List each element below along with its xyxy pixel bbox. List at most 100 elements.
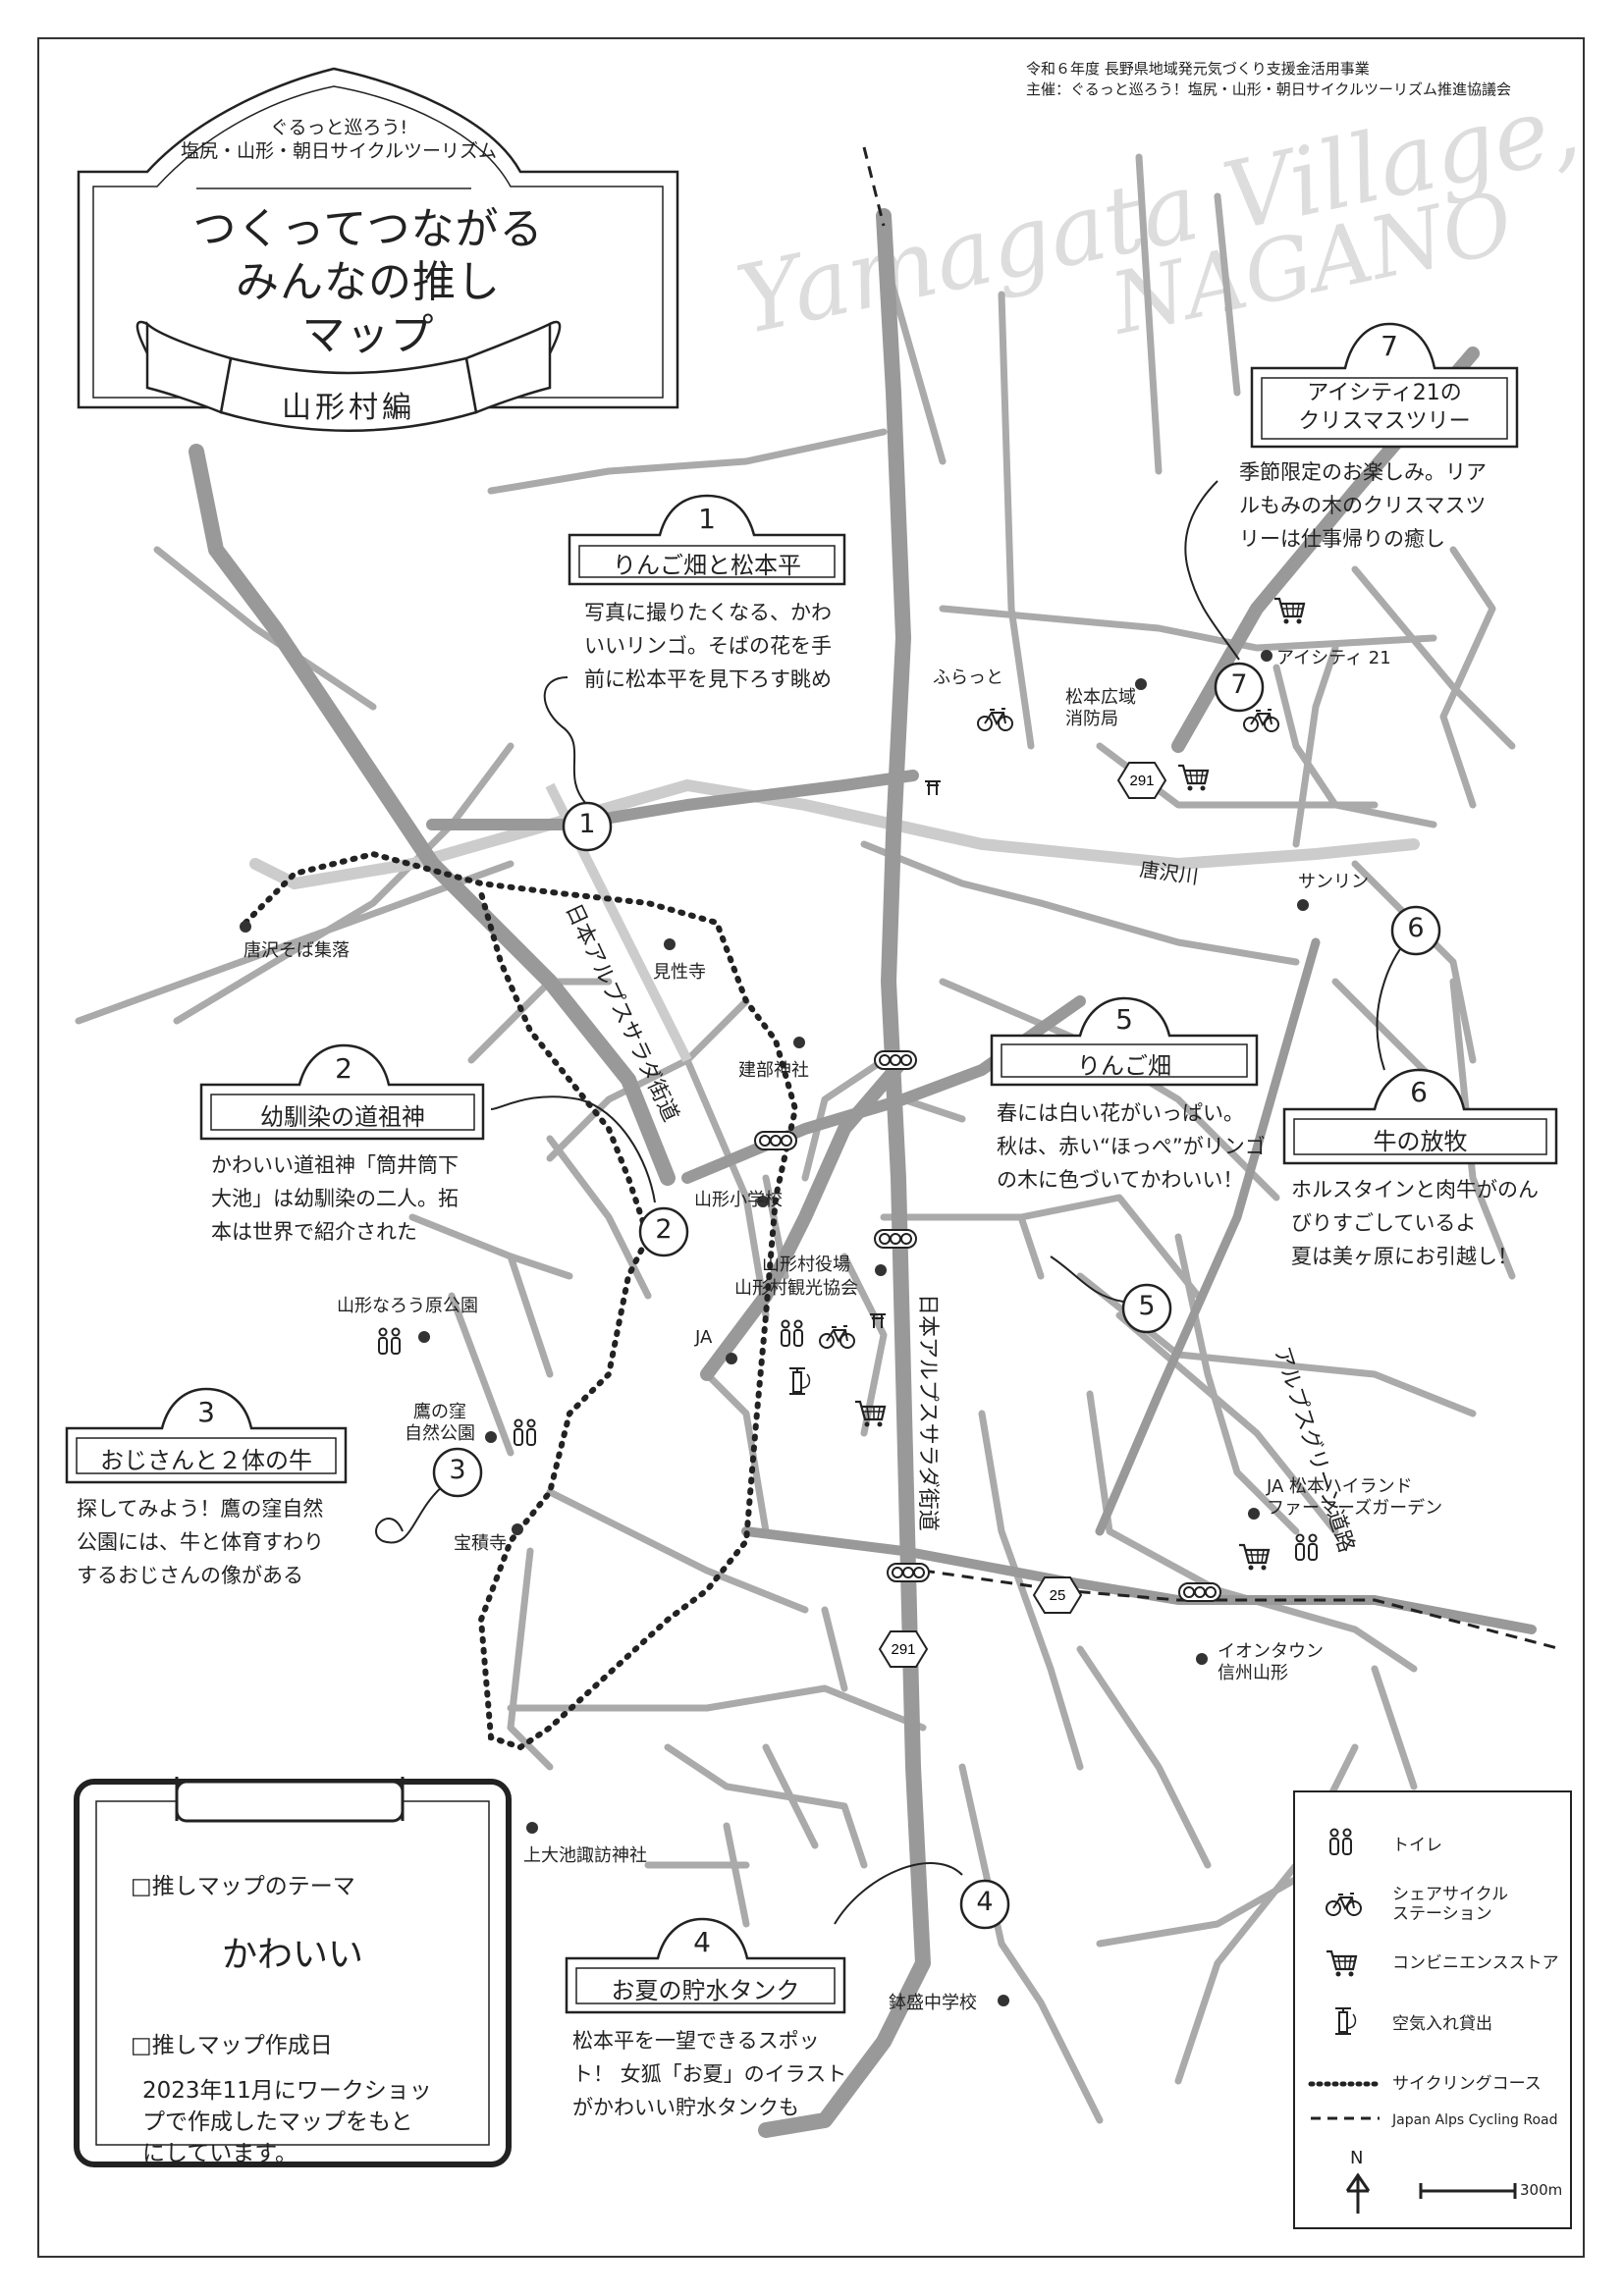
legend-bike1: シェアサイクル — [1392, 1885, 1509, 1904]
spot2-desc: かわいい道祖神「筒井筒下 大池」は幼馴染の二人。拓 本は世界で紹介された — [211, 1148, 459, 1249]
share-bike-icon — [977, 708, 1013, 731]
note-date1: 2023年11月にワークショッ — [142, 2078, 432, 2104]
place-naro-park: 山形なろう原公園 — [337, 1296, 478, 1316]
place-kenbu-shrine: 建部神社 — [738, 1060, 809, 1081]
spot7-desc3: リーは仕事帰りの癒し — [1239, 527, 1445, 551]
spot5-desc2: 秋は、赤い“ほっぺ”がリンゴ — [997, 1135, 1266, 1158]
place-karasawa-soba: 唐沢そば集落 — [244, 940, 350, 961]
note-board — [74, 1777, 512, 2167]
convenience-store-icon — [1176, 764, 1210, 792]
marker6-number: 6 — [1407, 913, 1425, 943]
spot2-name: 幼馴染の道祖神 — [260, 1103, 425, 1131]
route-25: 25 — [1050, 1587, 1066, 1604]
spot4-desc: 松本平を一望できるスポッ ト！ 女狐「お夏」のイラスト がかわいい貯水タンクも — [572, 2024, 846, 2124]
alps-green-road-label: アルプスグリーン道路 — [1269, 1344, 1358, 1556]
legend-bike-label: シェアサイクル ステーション — [1392, 1885, 1508, 1924]
title-kicker: ぐるっと巡ろう! 塩尻・山形・朝日サイクルツーリズム — [177, 116, 501, 163]
spot6-desc3: 夏は美ヶ原にお引越し！ — [1291, 1245, 1518, 1268]
spot4-desc1: 松本平を一望できるスポッ — [572, 2029, 820, 2053]
cycling-course — [243, 850, 799, 1751]
legend-course-label: サイクリングコース — [1392, 2074, 1542, 2094]
title-kicker1: ぐるっと巡ろう! — [269, 117, 408, 138]
spot6-number: 6 — [1410, 1076, 1428, 1108]
place-hachimori-school: 鉢盛中学校 — [889, 1993, 977, 2013]
route-291-north: 291 — [1129, 773, 1154, 789]
place-ja-matsumoto2: ファーマーズガーデン — [1267, 1498, 1443, 1519]
legend-toilet-label: トイレ — [1392, 1836, 1442, 1855]
place-kenshoji: 見性寺 — [653, 962, 706, 983]
spot7-name1: アイシティ21の — [1307, 381, 1462, 405]
route-shields: 291 291 25 — [879, 762, 1166, 1668]
place-fire2: 消防局 — [1065, 709, 1118, 729]
marker5-number: 5 — [1138, 1291, 1156, 1321]
legend-alps-label: Japan Alps Cycling Road — [1392, 2112, 1558, 2128]
place-ja-matsumoto1: JA 松本ハイランド — [1267, 1476, 1413, 1497]
toilet-icon — [1295, 1533, 1318, 1561]
place-dots — [240, 650, 1309, 2006]
spot4-desc3: がかわいい貯水タンクも — [572, 2096, 799, 2119]
place-tourism-association: 山形村観光協会 — [734, 1278, 858, 1299]
place-sunrin: サンリン — [1298, 872, 1369, 892]
spot4-number: 4 — [693, 1926, 711, 1958]
place-elementary-school: 山形小学校 — [694, 1190, 783, 1210]
place-aeon1: イオンタウン — [1218, 1641, 1324, 1662]
spot3-desc: 探してみよう！鷹の窪自然 公園には、牛と体育すわり するおじさんの像がある — [77, 1492, 324, 1592]
spot3-desc2: 公園には、牛と体育すわり — [77, 1530, 324, 1554]
alps-cycling-road — [862, 146, 886, 227]
marker3-number: 3 — [449, 1455, 466, 1485]
share-bike-icon — [819, 1325, 855, 1349]
place-ja: JA — [695, 1327, 713, 1348]
place-ja-farmers-garden: JA 松本ハイランド ファーマーズガーデン — [1267, 1476, 1442, 1520]
legend-bike2: ステーション — [1392, 1904, 1492, 1924]
convenience-store-icon — [1272, 597, 1306, 625]
credit-line1: 令和６年度 長野県地域発元気づくり支援金活用事業 — [1026, 60, 1370, 78]
note-date2: プで作成したマップをもと — [142, 2109, 413, 2135]
place-takanokubo-park: 鷹の窪 自然公園 — [405, 1402, 475, 1445]
spot5-desc: 春には白い花がいっぱい。 秋は、赤い“ほっぺ”がリンゴ の木に色づいてかわいい！ — [997, 1096, 1266, 1197]
credit-line2: 主催：ぐるっと巡ろう！塩尻・山形・朝日サイクルツーリズム推進協議会 — [1026, 80, 1511, 98]
toilet-icon — [378, 1327, 401, 1355]
share-bike-icon — [1243, 709, 1279, 732]
spot7-name2: クリスマスツリー — [1298, 409, 1471, 434]
spot7-desc2: ルもみの木のクリスマスツ — [1239, 494, 1487, 517]
spot1-desc: 写真に撮りたくなる、かわ いいリンゴ。そばの花を手 前に松本平を見下ろす眺め — [584, 596, 832, 696]
place-takanokubo2: 自然公園 — [405, 1423, 475, 1444]
spot7-name: アイシティ21の クリスマスツリー — [1262, 379, 1507, 436]
north-label: N — [1350, 2148, 1364, 2168]
spot5-number: 5 — [1115, 1003, 1133, 1036]
title-ribbon: 山形村編 — [282, 391, 415, 425]
spot4-name: お夏の貯水タンク — [611, 1977, 800, 2004]
spot1-desc1: 写真に撮りたくなる、かわ — [584, 601, 832, 624]
spot1-desc2: いいリンゴ。そばの花を手 — [584, 634, 832, 658]
place-aeon2: 信州山形 — [1218, 1663, 1288, 1683]
page-title-line2: みんなの推し — [236, 257, 501, 307]
spot7-number: 7 — [1380, 330, 1398, 362]
spot3-desc1: 探してみよう！鷹の窪自然 — [77, 1497, 324, 1521]
page-title-line3: マップ — [301, 310, 435, 360]
salad-road-label-b: 日本アルプスサラダ街道 — [915, 1294, 940, 1531]
note-theme-value: かわいい — [221, 1935, 363, 1975]
spot4-desc2: ト！ 女狐「お夏」のイラスト — [572, 2062, 847, 2086]
credit: 令和６年度 長野県地域発元気づくり支援金活用事業 主催：ぐるっと巡ろう！塩尻・山… — [1026, 59, 1511, 100]
spot3-desc3: するおじさんの像がある — [77, 1564, 303, 1587]
marker7-number: 7 — [1230, 669, 1248, 700]
note-date3: にしています。 — [142, 2141, 298, 2166]
legend-pump-label: 空気入れ貸出 — [1392, 2014, 1492, 2034]
north-arrow-top — [1345, 2172, 1371, 2214]
title-card-shape — [77, 67, 679, 432]
minor-roads — [75, 153, 1516, 2124]
spot7-desc1: 季節限定のお楽しみ。リア — [1239, 460, 1487, 484]
spot1-desc3: 前に松本平を見下ろす眺め — [584, 667, 832, 691]
spot2-desc1: かわいい道祖神「筒井筒下 — [211, 1153, 459, 1177]
place-fire1: 松本広域 — [1065, 687, 1136, 708]
spot5-desc3: の木に色づいてかわいい！ — [997, 1168, 1244, 1192]
spot2-number: 2 — [335, 1052, 352, 1085]
marker4-number: 4 — [976, 1887, 994, 1917]
spot-markers — [432, 662, 1441, 1930]
note-date-text: 2023年11月にワークショッ プで作成したマップをもと にしています。 — [142, 2075, 432, 2169]
place-kamioike-shrine: 上大池諏訪神社 — [523, 1845, 647, 1866]
place-takanokubo1: 鷹の窪 — [413, 1402, 466, 1422]
spot3-number: 3 — [197, 1396, 215, 1428]
place-icity21: アイシティ 21 — [1276, 648, 1391, 668]
